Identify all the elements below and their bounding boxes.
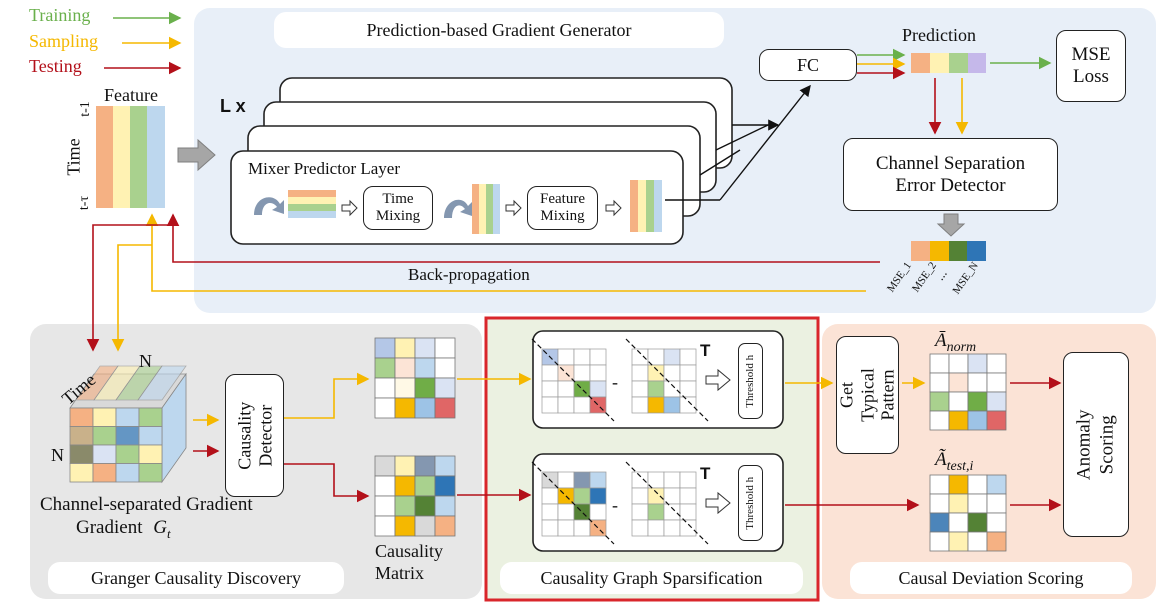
gradient-cube: [69, 365, 187, 484]
feature-mixing-block: Feature Mixing: [527, 186, 598, 230]
sparse-grid-s1: [531, 338, 615, 422]
causality-detector-label: Causality Detector: [233, 401, 275, 470]
sparse-hollow-arrow-2: [705, 491, 731, 515]
gradient-word: Gradient: [76, 517, 143, 538]
legend-sampling-label: Sampling: [29, 31, 99, 51]
gradient-subscript: t: [166, 525, 171, 541]
gradient-symbol: G: [153, 517, 167, 538]
hstripes-block: [288, 190, 336, 218]
detector-down-arrow: [936, 213, 966, 237]
hollow-arrow-1: [341, 199, 358, 217]
anorm-symbol: Ā: [935, 330, 947, 351]
anomaly-scoring-label: Anomaly Scoring: [1073, 409, 1117, 480]
mse-vector: [911, 241, 986, 261]
atest-symbol: Ã: [935, 449, 947, 470]
cube-n-left-label: N: [51, 445, 64, 465]
causality-matrix-testing: [374, 455, 456, 537]
gradient-label: Channel-separated Gradient: [40, 494, 253, 515]
causality-matrix-sampling: [374, 337, 456, 419]
sparsification-panel-title: Causality Graph Sparsification: [500, 562, 803, 594]
backprop-red-line: [166, 213, 880, 263]
layer-to-fc-arrows: [665, 84, 811, 201]
detector-to-matrix2: [284, 463, 370, 503]
cube-n-top-label: N: [139, 351, 152, 371]
sparse-grid-t1-transpose: [625, 461, 709, 545]
gradient-red-down: [86, 224, 173, 352]
transpose-2: T: [700, 464, 711, 483]
prediction-label: Prediction: [902, 25, 976, 45]
sparse-hollow-arrow-1: [705, 368, 731, 392]
legend-training-label: Training: [29, 5, 91, 25]
error-detector-block: Channel Separation Error Detector: [843, 138, 1058, 211]
input-big-arrow: [177, 138, 216, 172]
typical-pattern-block: Get Typical Pattern: [836, 336, 899, 454]
vstripes-block-2: [630, 180, 662, 232]
detector-to-matrix1: [284, 372, 370, 419]
anomaly-scoring-block: Anomaly Scoring: [1063, 352, 1129, 537]
threshold-label-1: Threshold h: [744, 354, 757, 408]
sampling-yellow-line: [145, 213, 866, 292]
typical-pattern-label: Get Typical Pattern: [836, 368, 898, 422]
threshold-box-1: Threshold h: [738, 343, 763, 419]
gradient-label-line2: Gradient Gt: [76, 518, 171, 540]
fc-block: FC: [759, 49, 857, 81]
threshold-box-2: Threshold h: [738, 465, 763, 541]
layers-count-label: L x: [220, 96, 246, 116]
top-panel-title: Prediction-based Gradient Generator: [274, 12, 724, 48]
rotate-arrow-2: [444, 199, 472, 218]
time-ttau-label: t-τ: [77, 195, 93, 211]
time-axis-label: Time: [63, 138, 84, 176]
feature-label: Feature: [104, 85, 158, 105]
backprop-label: Back-propagation: [408, 265, 530, 284]
atest-label: Ãtest,i: [935, 450, 973, 474]
hollow-arrow-2: [505, 199, 522, 217]
granger-panel-title: Granger Causality Discovery: [48, 562, 344, 594]
hollow-arrow-3: [605, 199, 622, 217]
causality-detector-block: Causality Detector: [225, 374, 284, 497]
mixer-layer-title: Mixer Predictor Layer: [248, 159, 400, 178]
sparse-grid-s1-transpose: [625, 338, 709, 422]
atest-subscript: test,i: [946, 458, 974, 474]
anorm-label: Ānorm: [935, 331, 976, 355]
minus-sign-1: -: [612, 372, 618, 392]
feature-input-stripes: [96, 106, 165, 208]
rotate-arrow-1: [254, 197, 284, 215]
gradient-yellow-down: [111, 244, 152, 352]
scoring-panel-title: Causal Deviation Scoring: [850, 562, 1132, 594]
causality-matrix-label: Causality Matrix: [375, 541, 443, 583]
anorm-subscript: norm: [946, 339, 977, 355]
legend-testing-label: Testing: [29, 56, 82, 76]
atest-matrix: [929, 474, 1007, 552]
mse-loss-block: MSE Loss: [1056, 30, 1126, 102]
vstripes-block-1: [472, 184, 500, 234]
transpose-1: T: [700, 341, 711, 360]
threshold-label-2: Threshold h: [744, 476, 757, 530]
prediction-vector: [911, 53, 986, 73]
minus-sign-2: -: [612, 495, 618, 515]
time-mixing-block: Time Mixing: [363, 186, 433, 230]
sparse-grid-t1: [531, 461, 615, 545]
anorm-matrix: [929, 353, 1007, 431]
time-t1-label: t-1: [77, 101, 93, 117]
